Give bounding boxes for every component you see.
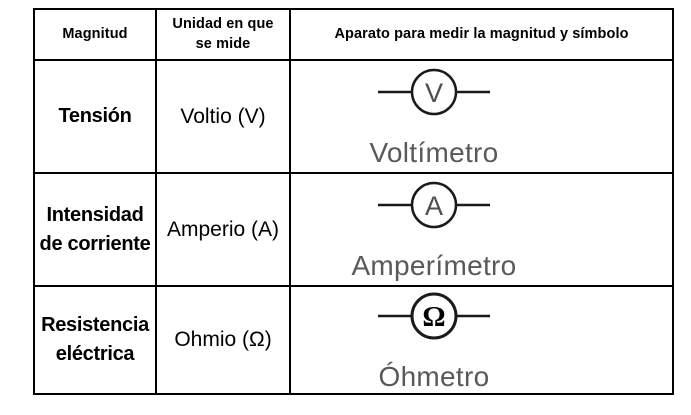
header-unidad: Unidad en que se mide (155, 10, 289, 59)
header-aparato: Aparato para medir la magnitud y símbolo (289, 10, 672, 59)
cell-unit-amperio: Amperio (A) (155, 172, 289, 285)
voltmeter-letter: V (425, 78, 443, 108)
cell-magnitude-resistencia: Resistencia eléctrica (35, 285, 155, 393)
cell-magnitude-tension: Tensión (35, 59, 155, 172)
device-label: Óhmetro (378, 360, 490, 392)
ammeter-symbol-icon: A (378, 181, 490, 229)
magnitude-table: Magnitud Unidad en que se mide Aparato p… (33, 8, 674, 395)
ohmmeter-symbol-icon: Ω (378, 292, 490, 339)
cell-device-amperimetro: A Amperímetro (289, 172, 672, 285)
cell-device-voltimetro: V Voltímetro (289, 59, 672, 172)
cell-unit-voltio: Voltio (V) (155, 59, 289, 172)
header-magnitud: Magnitud (62, 25, 128, 42)
cell-unit-ohmio: Ohmio (Ω) (155, 285, 289, 393)
device-label: Amperímetro (351, 250, 517, 281)
ammeter-letter: A (425, 191, 443, 221)
voltmeter-symbol-icon: V (378, 68, 490, 116)
cell-magnitude-intensidad: Intensidad de corriente (35, 172, 155, 285)
cell-device-ohmetro: Ω Óhmetro (289, 285, 672, 393)
ohmmeter-letter: Ω (422, 301, 445, 333)
device-label: Voltímetro (369, 137, 499, 168)
